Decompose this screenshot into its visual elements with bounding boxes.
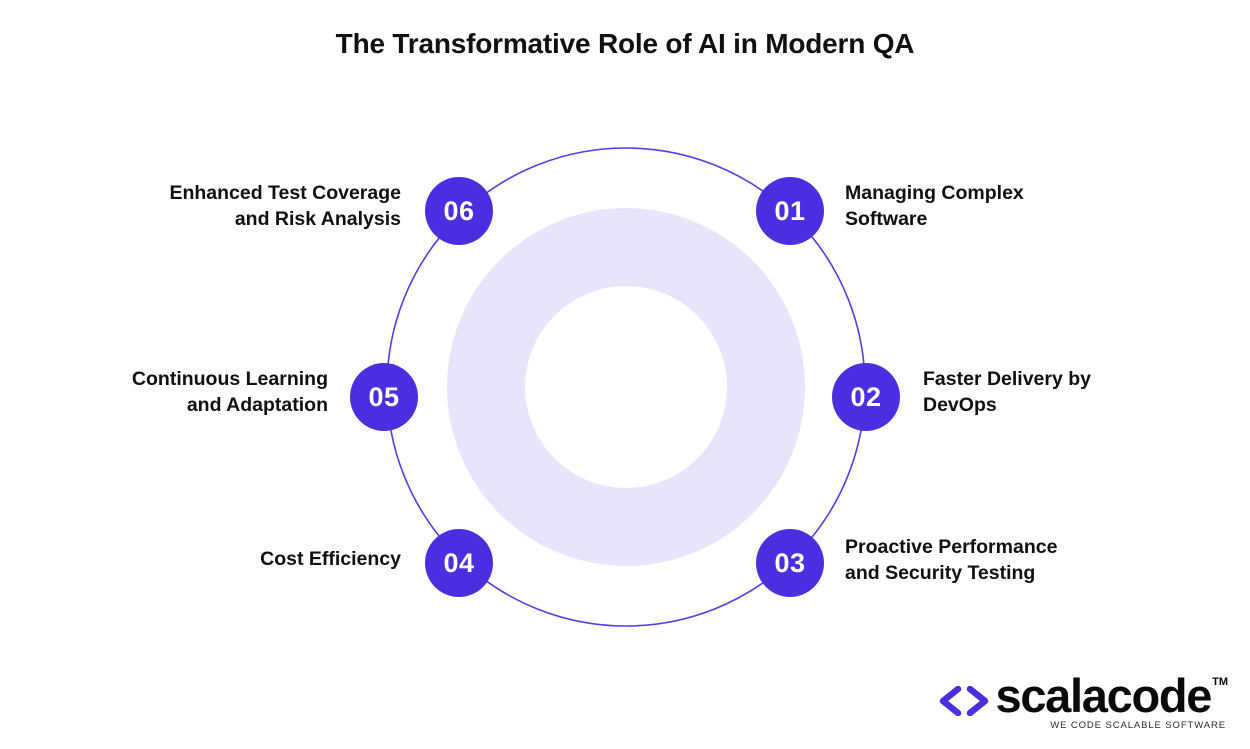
brand-trademark: TM (1212, 676, 1228, 689)
cycle-label-03: Proactive Performance and Security Testi… (845, 536, 1058, 584)
brand-logo-main: scalacode TM (939, 669, 1228, 723)
inner-lavender-ring (447, 208, 805, 566)
cycle-badge-06-number: 06 (443, 195, 475, 226)
cycle-label-01: Managing Complex Software (845, 182, 1024, 230)
cycle-badge-04[interactable]: 04 (425, 529, 493, 597)
cycle-label-02: Faster Delivery by DevOps (923, 368, 1092, 416)
cycle-badge-01-number: 01 (774, 195, 806, 226)
cycle-badge-05[interactable]: 05 (350, 363, 418, 431)
brand-tagline: WE CODE SCALABLE SOFTWARE (1050, 720, 1226, 731)
cycle-label-04: Cost Efficiency (260, 548, 401, 570)
brand-logo: scalacode TM WE CODE SCALABLE SOFTWARE (939, 669, 1228, 731)
cycle-label-06: Enhanced Test Coverage and Risk Analysis (169, 182, 401, 230)
cycle-badge-02-number: 02 (850, 381, 882, 412)
cycle-badge-03-number: 03 (774, 547, 806, 578)
brand-wordmark: scalacode (995, 669, 1212, 723)
cycle-badge-03[interactable]: 03 (756, 529, 824, 597)
page-title: The Transformative Role of AI in Modern … (335, 28, 915, 59)
cycle-badge-01[interactable]: 01 (756, 177, 824, 245)
code-chevrons-icon (940, 686, 989, 717)
cycle-badge-04-number: 04 (443, 547, 475, 578)
cycle-badge-02[interactable]: 02 (832, 363, 900, 431)
cycle-label-05: Continuous Learning and Adaptation (131, 368, 328, 416)
cycle-badge-06[interactable]: 06 (425, 177, 493, 245)
cycle-badge-05-number: 05 (368, 381, 400, 412)
